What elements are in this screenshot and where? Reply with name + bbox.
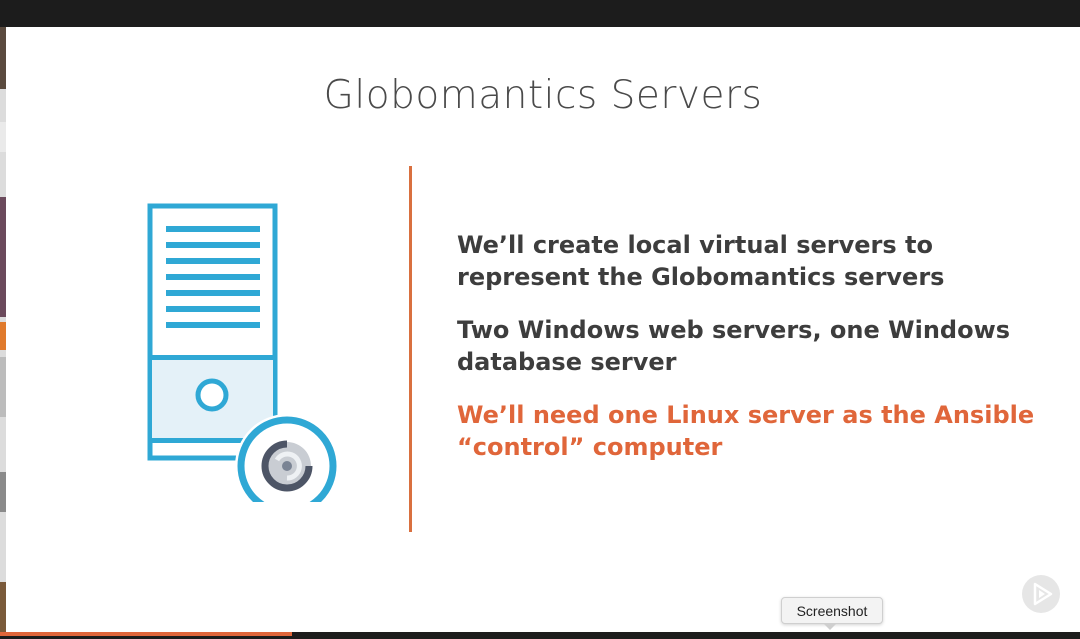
player-progress-fill (0, 632, 292, 636)
top-window-bar (0, 0, 1080, 27)
presentation-slide: Globomantics Servers (6, 27, 1080, 632)
tooltip-arrow (823, 623, 837, 630)
screenshot-tooltip: Screenshot (781, 597, 883, 624)
server-with-ansible-badge-icon (146, 202, 346, 502)
slide-title: Globomantics Servers (323, 73, 763, 118)
bullet-windows-servers: Two Windows web servers, one Windows dat… (457, 316, 1011, 376)
player-progress-track[interactable] (0, 632, 1080, 639)
slide-divider (409, 166, 412, 532)
bullet-linux-control-server: We’ll need one Linux server as the Ansib… (457, 401, 1035, 461)
play-circle-icon[interactable] (1022, 575, 1060, 613)
background-window-edge (0, 27, 6, 639)
bullet-local-virtual-servers: We’ll create local virtual servers to re… (457, 231, 945, 291)
slide-bullet-list: We’ll create local virtual servers to re… (457, 229, 1067, 484)
